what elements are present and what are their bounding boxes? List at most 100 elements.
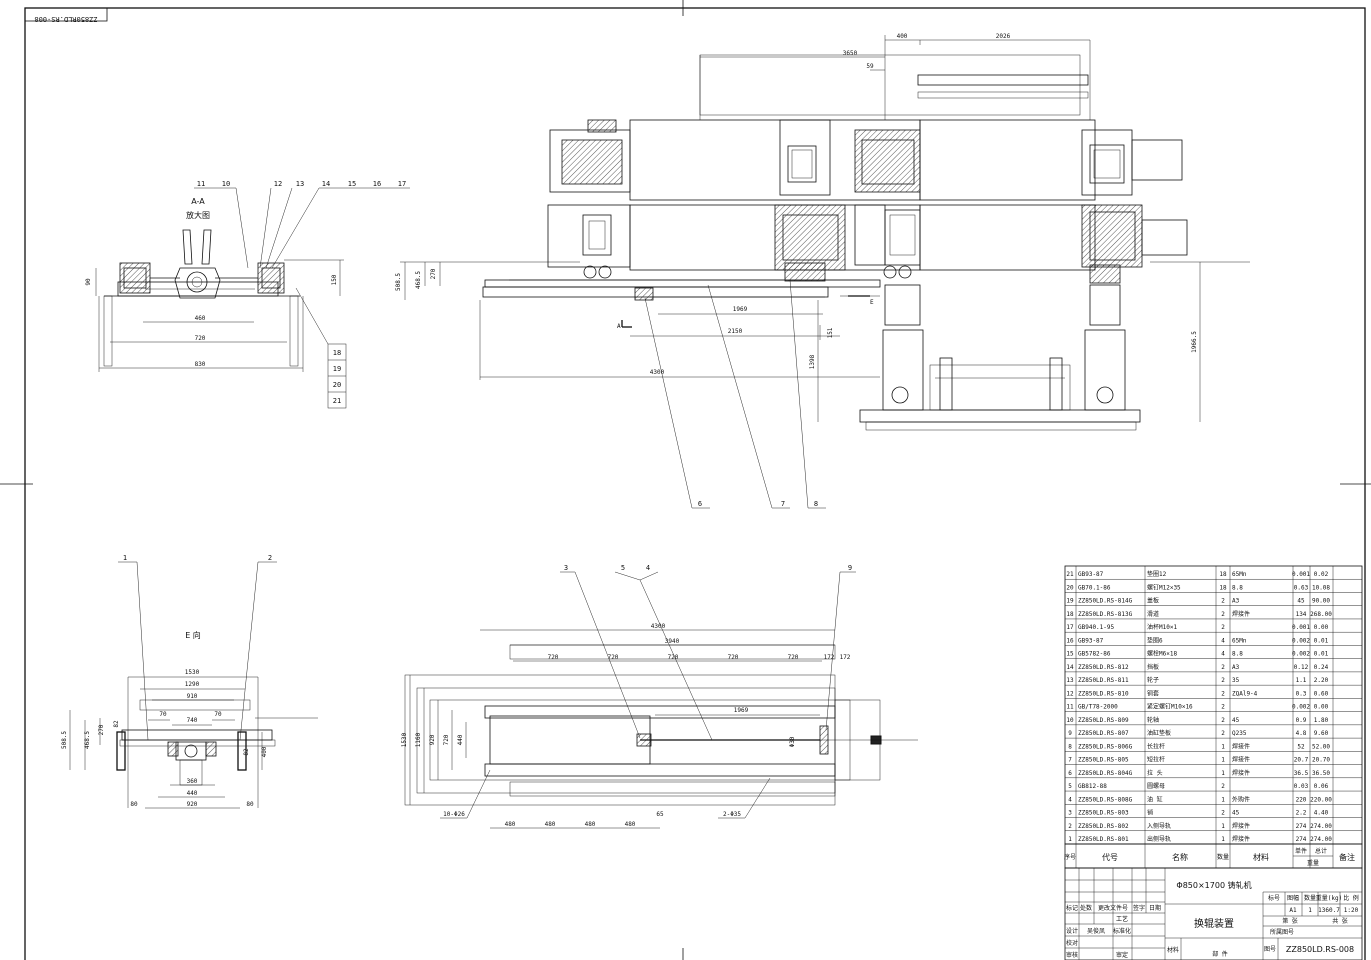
balloon-15: 15	[348, 180, 356, 188]
bom-cell-mat: A3	[1232, 598, 1240, 605]
bom-header: 序号 代号 名称 数量 材料 单件 总计 重量 备注	[1064, 847, 1355, 867]
bom-cell-no: 16	[1066, 637, 1074, 644]
dim-plan-720e: 720	[788, 654, 799, 661]
bom-cell-code: GB940.1-95	[1078, 624, 1115, 631]
dim-4300: 4300	[650, 369, 665, 376]
section-e-mark: E	[870, 299, 874, 306]
bom-cell-name: 垫圈12	[1147, 570, 1167, 578]
bom-cell-code: ZZ850LD.RS-807	[1078, 730, 1129, 737]
dim-plan-1969: 1969	[734, 707, 749, 714]
bom-cell-qty: 2	[1221, 611, 1225, 618]
dim-e-440: 440	[187, 790, 198, 797]
dim-e-80b: 80	[246, 801, 254, 808]
bom-cell-qty: 2	[1221, 704, 1225, 711]
bom-cell-mat: 35	[1232, 677, 1240, 684]
bom-cell-no: 18	[1066, 611, 1074, 618]
bom-cell-mat: 焊接件	[1232, 610, 1250, 618]
balloon-3: 3	[564, 564, 568, 572]
dim-e-82a: 82	[113, 720, 120, 728]
bom-cell-qty: 18	[1219, 571, 1227, 578]
bom-cell-total: 0.02	[1314, 571, 1329, 578]
bom-cell-no: 4	[1068, 796, 1072, 803]
bom-cell-name: 圆螺母	[1147, 782, 1165, 790]
bom-cell-no: 7	[1068, 757, 1072, 764]
balloon-14: 14	[322, 180, 330, 188]
bom-cell-no: 17	[1066, 624, 1074, 631]
role-design: 设计	[1066, 927, 1078, 935]
bom-cell-code: GB93-87	[1078, 637, 1104, 644]
bom-cell-mat: 65Mn	[1232, 571, 1247, 578]
role-check: 校对	[1066, 939, 1078, 947]
bom-cell-unit: 36.5	[1294, 770, 1309, 777]
bom-cell-no: 9	[1068, 730, 1072, 737]
stage-weight: 1360.7	[1318, 907, 1340, 914]
dim-e-468-5: 468.5	[84, 731, 91, 749]
bom-cell-unit: 274	[1296, 836, 1307, 843]
dim-508-5: 508.5	[395, 273, 402, 291]
bom-cell-total: 2.20	[1314, 677, 1329, 684]
dim-2150: 2150	[728, 328, 743, 335]
sheet-total: 共 张	[1332, 917, 1348, 925]
balloon-6: 6	[698, 500, 702, 508]
balloon-7: 7	[781, 500, 785, 508]
sheet-index: 第 张	[1282, 917, 1298, 925]
stage-size: A1	[1289, 907, 1297, 914]
bom-cell-code: ZZ850LD.RS-813G	[1078, 611, 1133, 618]
bom-cell-no: 15	[1066, 651, 1074, 658]
bom-cell-unit: 274	[1296, 823, 1307, 830]
dim-1969: 1969	[733, 306, 748, 313]
bom-cell-name: 滑道	[1147, 610, 1159, 618]
stage-header-code: 标号	[1268, 894, 1280, 902]
dim-plan-1530: 1530	[401, 732, 408, 747]
assembly-no-label: 所属图号	[1270, 928, 1294, 936]
machine-name: Φ850×1700 铸轧机	[1176, 880, 1251, 890]
dim-plan-480d: 480	[625, 821, 636, 828]
bom-cell-mat: Q235	[1232, 730, 1247, 737]
bom-cell-total: 10.08	[1312, 584, 1330, 591]
bom-cell-total: 20.70	[1312, 757, 1330, 764]
bom-cell-name: 销	[1147, 809, 1153, 817]
bom-cell-qty: 1	[1221, 757, 1225, 764]
bom-cell-unit: 1.1	[1296, 677, 1307, 684]
dim-plan-65: 65	[656, 811, 664, 818]
view-e: E 向 1530 1290 910 740 70 70 82 82	[61, 554, 318, 809]
role-review: 审核	[1066, 951, 1078, 959]
bom-cell-qty: 1	[1221, 836, 1225, 843]
dim-plan-480a: 480	[505, 821, 516, 828]
balloon-18: 18	[333, 349, 341, 357]
bom-cell-qty: 1	[1221, 743, 1225, 750]
bom-cell-total: 0.00	[1314, 704, 1329, 711]
bom-cell-code: ZZ850LD.RS-814G	[1078, 598, 1133, 605]
dim-plan-172a: 172	[824, 654, 835, 661]
balloon-4: 4	[646, 564, 650, 572]
dim-plan-720: 720	[443, 734, 450, 745]
bom-cell-unit: 0.3	[1296, 690, 1307, 697]
bom-header-name: 名称	[1172, 852, 1188, 862]
designer-name: 吴俊凤	[1087, 927, 1105, 935]
view-aa: A-A 放大图 90 150 460 720 830	[85, 180, 410, 409]
dim-plan-480c: 480	[585, 821, 596, 828]
bom-cell-total: 0.00	[1314, 624, 1329, 631]
rev-header-sign: 签字	[1133, 904, 1145, 912]
bom-cell-no: 8	[1068, 743, 1072, 750]
balloon-9: 9	[848, 564, 852, 572]
drawing-no-label: 图号	[1264, 946, 1276, 953]
bom-cell-total: 90.00	[1312, 598, 1330, 605]
stage-header-qty: 数量	[1304, 894, 1316, 902]
bom-cell-mat: 45	[1232, 717, 1240, 724]
balloon-12: 12	[274, 180, 282, 188]
bom-cell-qty: 2	[1221, 677, 1225, 684]
dim-2026: 2026	[996, 33, 1011, 40]
dim-400: 400	[897, 33, 908, 40]
bom-cell-name: 短拉杆	[1147, 756, 1165, 764]
dim-e-70b: 70	[214, 711, 222, 718]
bom-cell-unit: 220	[1296, 796, 1307, 803]
dim-e-920: 920	[187, 801, 198, 808]
dim-59: 59	[866, 63, 874, 70]
rev-header-count: 处数	[1080, 904, 1092, 912]
bom-cell-code: GB/T78-2000	[1078, 704, 1118, 711]
bom-cell-no: 21	[1066, 571, 1074, 578]
dim-plan-172b: 172	[840, 654, 851, 661]
dim-plan-holes-35: 2-Φ35	[723, 811, 741, 818]
